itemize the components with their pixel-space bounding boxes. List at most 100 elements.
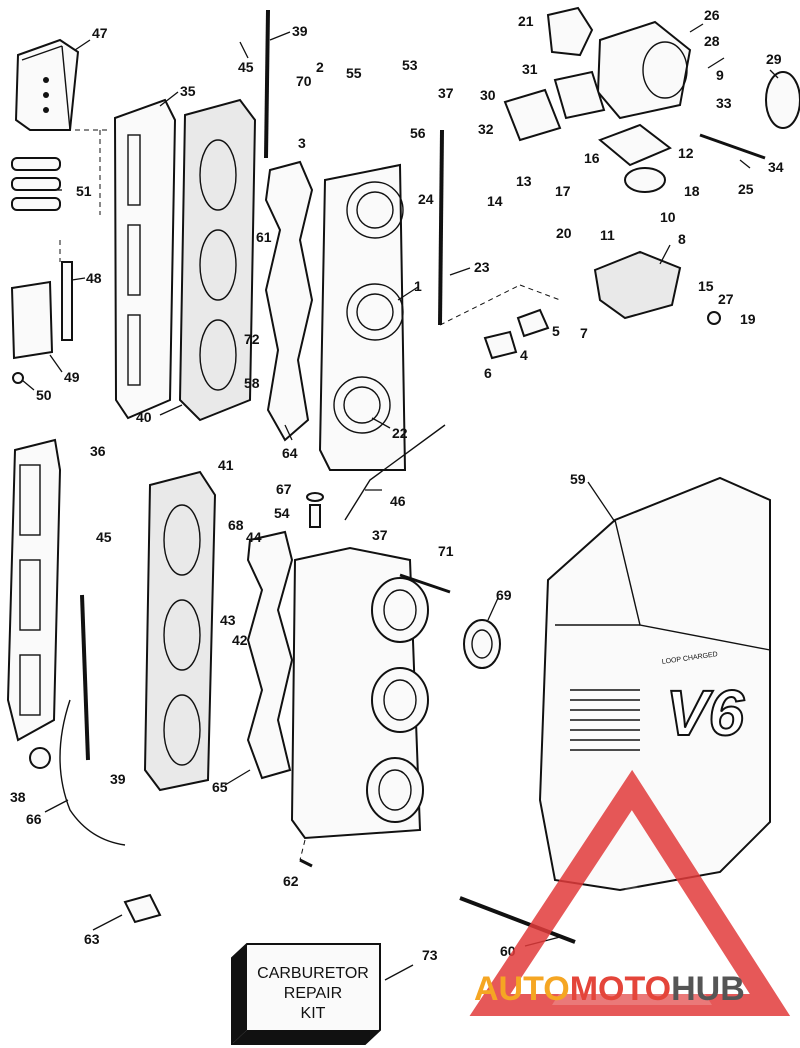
part-8-float-bowl: [593, 250, 682, 320]
part-62-screw: [299, 858, 313, 868]
part-29-ring: [765, 71, 800, 129]
callout-19: 19: [740, 311, 756, 327]
part-50-screw: [12, 372, 24, 384]
callout-15: 15: [698, 278, 714, 294]
callout-55: 55: [346, 65, 362, 81]
callout-51: 51: [76, 183, 92, 199]
part-67-o-ring: [306, 492, 324, 502]
cover-badge-v6: V6: [666, 677, 745, 749]
callout-10: 10: [660, 209, 676, 225]
part-21-gasket: [546, 6, 594, 57]
callout-35: 35: [180, 83, 196, 99]
watermark-text: AUTOMOTOHUB: [474, 970, 745, 1008]
part-66-hose: [59, 699, 126, 846]
part-36-gasket: [6, 438, 62, 742]
callout-12: 12: [678, 145, 694, 161]
callout-44: 44: [246, 529, 262, 545]
part-63-clip: [123, 893, 162, 924]
callout-68: 68: [228, 517, 244, 533]
callout-9: 9: [716, 67, 724, 83]
callout-labels: 1 2 3 4 5 6 7 8 9 10 11 12 13 14 15 16 1…: [10, 7, 784, 963]
callout-33: 33: [716, 95, 732, 111]
callout-65: 65: [212, 779, 228, 795]
repair-kit-line-3: KIT: [301, 1005, 326, 1022]
callout-59: 59: [570, 471, 586, 487]
callout-18: 18: [684, 183, 700, 199]
part-carburetor-lower: [290, 546, 429, 840]
part-48-bracket: [61, 261, 73, 341]
callout-5: 5: [552, 323, 560, 339]
automotohub-watermark: [469, 769, 791, 1016]
callout-26: 26: [704, 7, 720, 23]
callout-40: 40: [136, 409, 152, 425]
callout-61: 61: [256, 229, 272, 245]
callout-66: 66: [26, 811, 42, 827]
callout-45-upper: 45: [238, 59, 254, 75]
part-64-gasket: [264, 160, 314, 442]
callout-29: 29: [766, 51, 782, 67]
callout-31: 31: [522, 61, 538, 77]
part-39-tube-lower: [80, 594, 90, 761]
callout-63: 63: [84, 931, 100, 947]
part-18-cam: [624, 167, 666, 193]
callout-46: 46: [390, 493, 406, 509]
callout-41: 41: [218, 457, 234, 473]
part-51-reed-stops: [11, 157, 61, 211]
callout-39-upper: 39: [292, 23, 308, 39]
callout-3: 3: [298, 135, 306, 151]
callout-39-lower: 39: [110, 771, 126, 787]
callout-72: 72: [244, 331, 260, 347]
part-54-sleeve: [309, 504, 321, 528]
part-16-gasket: [598, 123, 672, 167]
part-49-plate: [10, 280, 54, 360]
part-31-gasket: [553, 70, 606, 120]
callout-47: 47: [92, 25, 108, 41]
part-71-bolt: [399, 573, 451, 594]
callout-38: 38: [10, 789, 26, 805]
callout-4: 4: [520, 347, 528, 363]
callout-48: 48: [86, 270, 102, 286]
part-35-gasket: [113, 98, 177, 420]
callout-27: 27: [718, 291, 734, 307]
callout-43: 43: [220, 612, 236, 628]
callout-62: 62: [283, 873, 299, 889]
callout-50: 50: [36, 387, 52, 403]
part-19-drain-plug: [707, 311, 721, 325]
callout-53: 53: [402, 57, 418, 73]
callout-21: 21: [518, 13, 534, 29]
callout-45-lower: 45: [96, 529, 112, 545]
callout-30: 30: [480, 87, 496, 103]
callout-67: 67: [276, 481, 292, 497]
callout-28: 28: [704, 33, 720, 49]
callout-34: 34: [768, 159, 784, 175]
callout-7: 7: [580, 325, 588, 341]
part-47-cover-plate: [14, 38, 80, 131]
part-40-intake-manifold: [178, 98, 257, 422]
part-30-plate: [503, 88, 562, 142]
callout-8: 8: [678, 231, 686, 247]
carburetor-repair-kit-box: [231, 943, 381, 1045]
part-5-plate: [516, 308, 550, 338]
callout-36: 36: [90, 443, 106, 459]
callout-11: 11: [600, 227, 615, 243]
callout-70: 70: [296, 73, 312, 89]
callout-1: 1: [414, 278, 422, 294]
repair-kit-line-2: REPAIR: [284, 985, 342, 1002]
callout-73: 73: [422, 947, 438, 963]
callout-25: 25: [738, 181, 754, 197]
part-60-bolt: [459, 896, 576, 944]
callout-71: 71: [438, 543, 454, 559]
callout-49: 49: [64, 369, 80, 385]
callout-58: 58: [244, 375, 260, 391]
callout-37-upper: 37: [438, 85, 454, 101]
part-38-clamp: [29, 747, 51, 769]
callout-14: 14: [487, 193, 503, 209]
part-46-link: [344, 424, 446, 521]
callout-54: 54: [274, 505, 290, 521]
watermark-triangle-logo: [469, 769, 791, 1016]
callout-13: 13: [516, 173, 532, 189]
leader-lines: [21, 23, 779, 981]
callout-32: 32: [478, 121, 494, 137]
